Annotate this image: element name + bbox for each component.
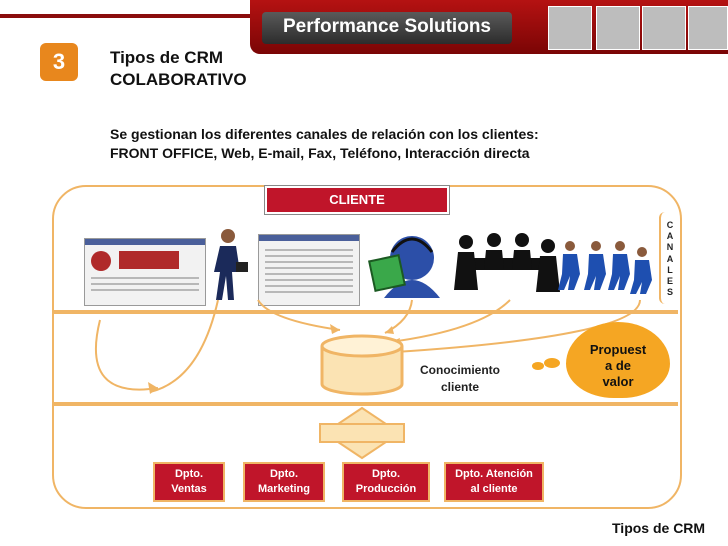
dept-produccion: Dpto.Producción bbox=[342, 462, 430, 502]
description-line2: FRONT OFFICE, Web, E-mail, Fax, Teléfono… bbox=[110, 145, 530, 161]
divider-lower bbox=[54, 402, 678, 406]
thought-bubbles bbox=[532, 358, 560, 370]
propuesta-cloud bbox=[566, 322, 670, 398]
banner-title: Performance Solutions bbox=[283, 16, 491, 37]
database-icon bbox=[320, 334, 404, 396]
propuesta-label: Propuest a de valor bbox=[589, 342, 647, 389]
canales-bracket bbox=[659, 212, 667, 304]
description-line1: Se gestionan los diferentes canales de r… bbox=[110, 126, 539, 142]
header-photo-1 bbox=[548, 6, 592, 50]
canales-label: C A N A L E S bbox=[666, 220, 674, 298]
vertical-double-arrow-icon bbox=[319, 406, 405, 460]
call-center-agent-icon bbox=[368, 236, 440, 298]
slide-title-line2: COLABORATIVO bbox=[110, 70, 247, 89]
dept-marketing: Dpto.Marketing bbox=[243, 462, 325, 502]
web-screen-icon bbox=[84, 238, 206, 306]
email-screen-icon bbox=[258, 234, 360, 306]
cliente-label: CLIENTE bbox=[265, 186, 449, 214]
slide-title-line1: Tipos de CRM bbox=[110, 48, 224, 67]
header-photo-2 bbox=[596, 6, 640, 50]
running-businessmen-icon bbox=[558, 241, 652, 294]
slide-number-badge: 3 bbox=[40, 43, 78, 81]
walking-businessman-icon bbox=[214, 229, 248, 300]
dept-ventas: Dpto.Ventas bbox=[153, 462, 225, 502]
header-photo-3 bbox=[642, 6, 686, 50]
banner-title-bar bbox=[262, 12, 512, 44]
channel-arrows bbox=[95, 299, 641, 393]
meeting-group-icon bbox=[454, 233, 560, 292]
header-rule bbox=[0, 14, 250, 18]
divider-upper bbox=[54, 310, 678, 314]
conocimiento-label: Conocimiento cliente bbox=[420, 363, 500, 394]
footer-label: Tipos de CRM bbox=[612, 520, 706, 536]
